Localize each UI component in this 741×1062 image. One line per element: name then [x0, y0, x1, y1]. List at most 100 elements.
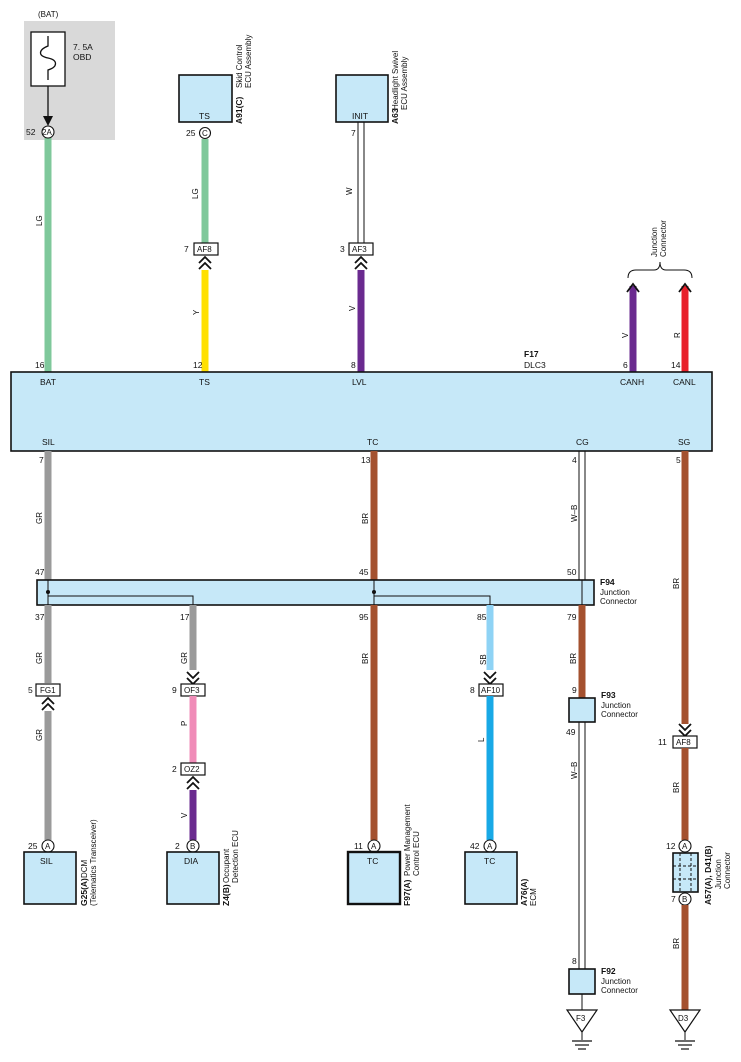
a57-junction: 12 A 7 B A57(A), D41(B) Junction Connect… — [666, 839, 732, 906]
f97a-term: TC — [367, 856, 378, 866]
chevron-down-icon — [186, 671, 200, 686]
ground-d3-label: D3 — [678, 1014, 689, 1023]
can-label-2: Connector — [659, 220, 668, 257]
chevron-up-icon — [626, 282, 640, 293]
f92-junction: 8 F92 Junction Connector — [568, 956, 638, 995]
label-sil: GR — [35, 512, 44, 524]
component-f97a: 11 A TC F97(A) Power Management Control … — [346, 804, 421, 906]
label-lvl-v: V — [348, 305, 357, 311]
f93-desc1: Junction — [601, 701, 631, 710]
a63-pin: 7 — [351, 128, 356, 138]
f94-pin-50: 50 — [567, 567, 577, 577]
f92-desc2: Connector — [601, 986, 638, 995]
label-p85b: L — [477, 737, 486, 742]
dlc3-term-lvl: LVL — [352, 377, 367, 387]
f93-desc2: Connector — [601, 710, 638, 719]
a76a-term: TC — [484, 856, 495, 866]
fuse-block: (BAT) 7. 5A OBD — [24, 10, 115, 140]
fg1-pin: 5 — [28, 685, 33, 695]
dlc3-term-canl: CANL — [673, 377, 696, 387]
dlc3-term-sg: SG — [678, 437, 690, 447]
f93-pin-bot: 49 — [566, 727, 576, 737]
ground-f3-label: F3 — [576, 1014, 586, 1023]
a63-desc1: Headlight Swivel — [391, 51, 400, 110]
f94-code: F94 — [600, 577, 615, 587]
f92-pin: 8 — [572, 956, 577, 966]
fuse-pin: 52 — [26, 127, 36, 137]
chevron-up-icon — [354, 255, 368, 270]
label-canh: V — [621, 332, 630, 338]
z4b-desc2: Detection ECU — [231, 830, 240, 883]
af8-top-pin: 7 — [184, 244, 189, 254]
dlc3-pin-canh: 6 — [623, 360, 628, 370]
a63-term: INIT — [352, 111, 368, 121]
dlc3-code: F17 — [524, 349, 539, 359]
fuse-icon — [39, 36, 57, 80]
label-f93-f92: W–B — [570, 762, 579, 779]
a63-code: A63 — [390, 108, 400, 124]
a57-pin-top: 12 — [666, 841, 676, 851]
g25a-code: G25(A) — [79, 878, 89, 906]
fuse-rating: 7. 5A — [73, 42, 93, 52]
a76a-desc1: ECM — [529, 888, 538, 906]
component-g25a: 25 A SIL G25(A) DCM (Telematics Transcei… — [23, 819, 98, 906]
f93-junction: 9 49 F93 Junction Connector — [566, 685, 638, 737]
f94-pin-17: 17 — [180, 612, 190, 622]
label-sg-mid: BR — [672, 782, 681, 793]
component-a76a: 42 A TC A76(A) ECM — [464, 839, 538, 906]
label-cg: W–B — [570, 505, 579, 522]
fg1-name: FG1 — [40, 686, 56, 695]
g25a-conn: A — [45, 842, 51, 851]
label-canl: R — [673, 332, 682, 338]
a91c-desc2: ECU Assembly — [244, 35, 253, 88]
af10-pin: 8 — [470, 685, 475, 695]
a76a-code: A76(A) — [519, 878, 529, 906]
label-sg: BR — [672, 578, 681, 589]
af8-bot-name: AF8 — [676, 738, 691, 747]
dlc3-term-bat: BAT — [40, 377, 56, 387]
f92-code: F92 — [601, 966, 616, 976]
label-p37a: GR — [35, 652, 44, 664]
f97a-desc1: Power Management — [403, 804, 412, 876]
a91c-term: TS — [199, 111, 210, 121]
ground-f3: F3 — [565, 1009, 599, 1050]
z4b-term: DIA — [184, 856, 199, 866]
a57-pin-bot: 7 — [671, 894, 676, 904]
chevron-up-icon — [186, 775, 200, 790]
g25a-desc2: (Telematics Transceiver) — [89, 819, 98, 906]
fuse-conn: 2A — [42, 128, 52, 137]
label-p37b: GR — [35, 729, 44, 741]
z4b-code: Z4(B) — [221, 884, 231, 906]
a57-desc1: Junction — [714, 859, 723, 889]
arrow-down-icon — [43, 116, 53, 126]
f93-code: F93 — [601, 690, 616, 700]
a91c-conn: C — [202, 129, 208, 138]
a57-desc2: Connector — [723, 852, 732, 889]
f94-desc2: Connector — [600, 597, 637, 606]
of3-name: OF3 — [184, 686, 200, 695]
f94-pin-45: 45 — [359, 567, 369, 577]
dlc3-name: DLC3 — [524, 360, 546, 370]
chevron-up-icon — [198, 255, 212, 270]
af3-name: AF3 — [352, 245, 367, 254]
dlc3-term-ts: TS — [199, 377, 210, 387]
oz2-pin: 2 — [172, 764, 177, 774]
dlc3-pin-bat: 16 — [35, 360, 45, 370]
f97a-conn: A — [371, 842, 377, 851]
g25a-desc1: DCM — [80, 859, 89, 878]
chevron-down-icon — [678, 723, 692, 738]
label-ts-y: Y — [192, 309, 201, 315]
label-p95: BR — [361, 653, 370, 664]
a76a-conn: A — [487, 842, 493, 851]
f92-desc1: Junction — [601, 977, 631, 986]
label-init-w: W — [345, 187, 354, 195]
dlc3-pin-sg: 5 — [676, 455, 681, 465]
z4b-conn: B — [190, 842, 195, 851]
label-ts-lg: LG — [191, 188, 200, 199]
label-p79: BR — [569, 653, 578, 664]
dlc3-term-sil: SIL — [42, 437, 55, 447]
a57-conn-bot: B — [682, 895, 687, 904]
dlc3-pin-ts: 12 — [193, 360, 203, 370]
dlc3-pin-lvl: 8 — [351, 360, 356, 370]
label-bat-lg: LG — [35, 215, 44, 226]
